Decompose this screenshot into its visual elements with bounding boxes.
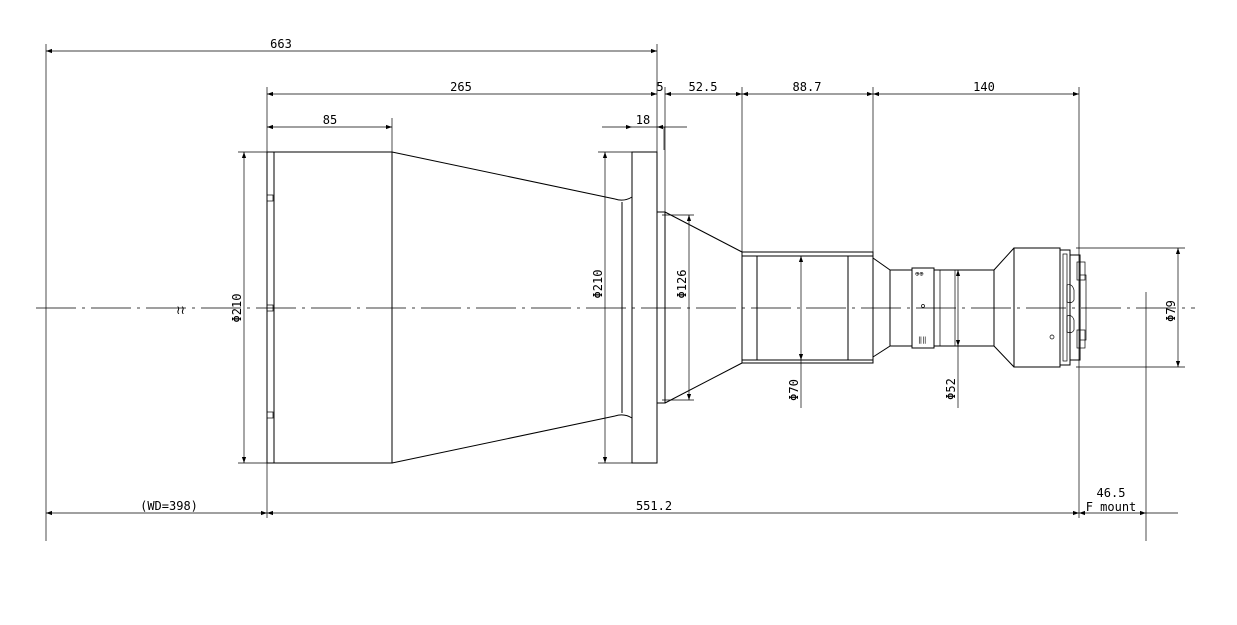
cone-diameter-label: Φ126 xyxy=(675,270,689,299)
flange-diameter-label: Φ210 xyxy=(591,270,605,299)
diameter-dimensions: Φ210 Φ210 Φ126 Φ70 Φ52 Φ79 xyxy=(230,152,1181,463)
focus-ring-mark-bottom: ‖‖ xyxy=(918,336,926,344)
mount-offset-label: 46.5 xyxy=(1097,486,1126,500)
step2-label: 88.7 xyxy=(793,80,822,94)
lens-length-label: 265 xyxy=(450,80,472,94)
step3-label: 140 xyxy=(973,80,995,94)
overall-length-label: 663 xyxy=(270,37,292,51)
flange-gap-label: 5 xyxy=(656,80,663,94)
optical-length-label: 551.2 xyxy=(636,499,672,513)
focus-ring-mark-top: ⊕⊕ xyxy=(915,270,924,278)
lens-body: ⊕⊕ ‖‖ xyxy=(266,151,1087,464)
working-distance-label: (WD=398) xyxy=(140,499,198,513)
mount-type-label: F mount xyxy=(1086,500,1137,514)
focus-diameter-label: Φ52 xyxy=(944,378,958,400)
barrel-diameter-label: Φ70 xyxy=(787,379,801,401)
mount-diameter-label: Φ79 xyxy=(1164,300,1178,322)
front-diameter-label: Φ210 xyxy=(230,294,244,323)
axis-break-symbol: ≀≀ xyxy=(176,303,185,317)
flange-thickness-label: 18 xyxy=(636,113,650,127)
front-barrel-label: 85 xyxy=(323,113,337,127)
step1-label: 52.5 xyxy=(689,80,718,94)
horizontal-dimensions: 663 265 85 18 5 52.5 88.7 140 (WD=398) 5… xyxy=(46,37,1178,516)
